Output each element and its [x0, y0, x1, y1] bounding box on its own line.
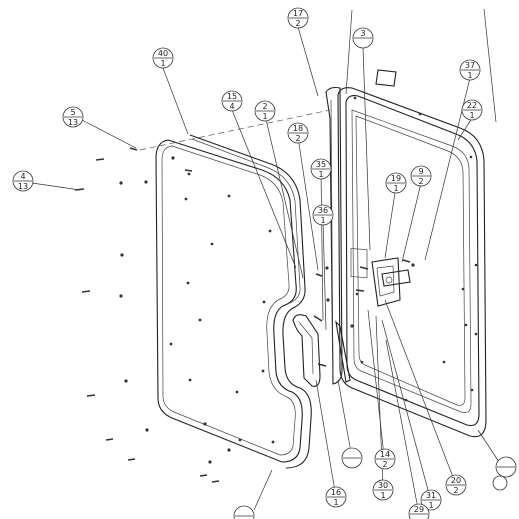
svg-text:18: 18	[293, 124, 303, 133]
callout-blank	[341, 447, 363, 469]
leader-lines	[31, 8, 502, 515]
inner-door-panel	[155, 134, 312, 469]
svg-text:19: 19	[391, 174, 401, 183]
callout-17: 172	[287, 7, 309, 29]
latch-mechanism	[355, 257, 415, 307]
callout-37: 371	[459, 59, 481, 81]
callout-31: 311	[420, 489, 442, 511]
svg-text:2: 2	[382, 460, 387, 469]
svg-text:2: 2	[295, 19, 300, 28]
window-pad	[375, 69, 397, 87]
callout-9: 92	[410, 165, 432, 187]
callout-19: 191	[385, 172, 407, 194]
svg-text:22: 22	[467, 101, 477, 110]
svg-text:2: 2	[262, 102, 267, 111]
svg-text:20: 20	[451, 476, 461, 485]
callout-18: 182	[287, 122, 309, 144]
svg-text:1: 1	[333, 498, 338, 507]
svg-text:17: 17	[293, 9, 303, 18]
callout-20: 202	[445, 474, 467, 496]
callout-15: 154	[221, 90, 243, 112]
svg-text:30: 30	[378, 481, 388, 490]
svg-text:40: 40	[158, 49, 168, 58]
callout-4: 413	[12, 170, 34, 192]
svg-text:1: 1	[393, 184, 398, 193]
svg-text:9: 9	[418, 167, 423, 176]
callout-partial-bottom-right	[495, 456, 517, 478]
callout-16: 161	[325, 486, 347, 508]
svg-text:14: 14	[380, 450, 390, 459]
svg-text:5: 5	[70, 108, 75, 117]
callout-30: 301	[372, 479, 394, 501]
svg-text:15: 15	[227, 92, 237, 101]
svg-text:1: 1	[320, 216, 325, 225]
callout-2: 21	[254, 100, 276, 122]
alignment-line	[139, 109, 331, 151]
svg-text:2: 2	[453, 486, 458, 495]
callout-40: 401	[152, 47, 174, 69]
callout-partial-right	[492, 475, 508, 491]
svg-text:29: 29	[414, 505, 424, 514]
svg-text:3: 3	[360, 29, 365, 38]
callout-35: 351	[310, 158, 332, 180]
svg-text:4: 4	[229, 102, 234, 111]
svg-text:1: 1	[160, 59, 165, 68]
svg-text:37: 37	[465, 61, 475, 70]
svg-text:2: 2	[418, 177, 423, 186]
panel-screws	[74, 147, 231, 483]
callout-22: 221	[461, 99, 483, 121]
callout-29: 29	[408, 503, 430, 519]
svg-text:1: 1	[469, 111, 474, 120]
svg-text:36: 36	[318, 206, 328, 215]
svg-text:1: 1	[467, 71, 472, 80]
callout-36: 361	[312, 204, 334, 226]
callout-3: 3	[352, 27, 374, 49]
callout-14: 142	[374, 448, 396, 470]
svg-text:1: 1	[380, 491, 385, 500]
check-rod	[335, 320, 354, 383]
svg-text:35: 35	[316, 160, 326, 169]
svg-text:13: 13	[68, 118, 78, 127]
svg-text:13: 13	[18, 182, 28, 191]
door-handle	[292, 266, 330, 387]
svg-text:4: 4	[20, 172, 25, 181]
svg-text:2: 2	[295, 134, 300, 143]
callout-partial-bottom	[233, 505, 255, 519]
door-frame	[325, 86, 487, 438]
svg-text:16: 16	[331, 488, 341, 497]
svg-text:1: 1	[262, 112, 267, 121]
svg-text:31: 31	[426, 491, 436, 500]
svg-text:1: 1	[318, 170, 323, 179]
callout-5: 513	[62, 106, 84, 128]
svg-text:1: 1	[428, 501, 433, 510]
